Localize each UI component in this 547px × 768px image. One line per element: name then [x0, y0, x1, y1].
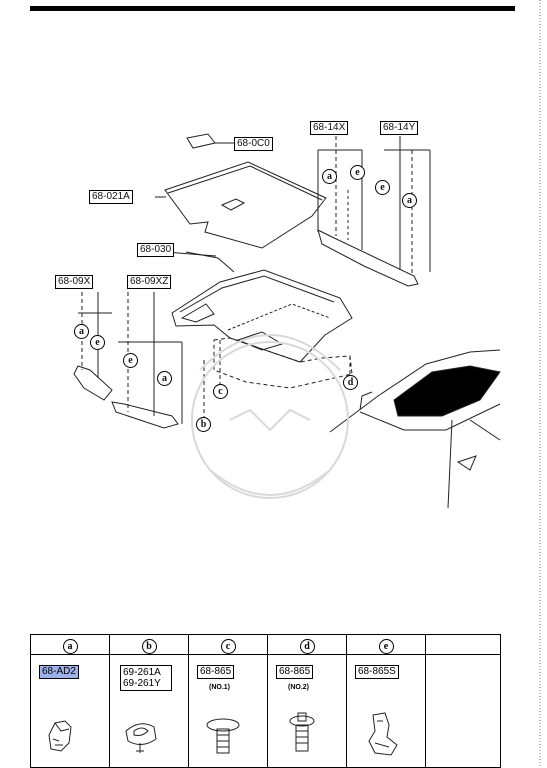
- label-68-14Y: 68-14Y: [380, 121, 419, 135]
- part-number-68-865-no2[interactable]: 68-865: [276, 665, 314, 679]
- rear-trim: [317, 229, 419, 287]
- part-cell-a[interactable]: 68-AD2: [30, 654, 110, 768]
- label-68-09X: 68-09X: [55, 275, 94, 289]
- parts-table-row: 68-AD2 69-261A 69-261Y: [30, 654, 501, 768]
- part-number-68-865-no1[interactable]: 68-865: [197, 665, 235, 679]
- part-cell-empty: [425, 654, 501, 768]
- rear-window: [393, 365, 501, 417]
- push-clip-c-icon: [206, 718, 240, 754]
- header-b: b: [109, 634, 189, 655]
- callout-e: e: [90, 335, 105, 350]
- header-empty: [425, 634, 501, 655]
- label-68-021A: 68-021A: [89, 190, 133, 204]
- label-68-030: 68-030: [137, 243, 175, 257]
- clip-a-icon: [48, 720, 72, 752]
- part-cell-d[interactable]: 68-865 (NO.2): [267, 654, 347, 768]
- label-68-14X: 68-14X: [310, 121, 349, 135]
- side-trim-lh: [73, 365, 113, 401]
- part-cell-e[interactable]: 68-865S: [346, 654, 426, 768]
- pad-shape: [186, 133, 216, 149]
- board-shape: [164, 161, 327, 249]
- mat-shape: [171, 269, 353, 363]
- callout-e: e: [375, 180, 390, 195]
- push-clip-d-icon: [289, 712, 315, 752]
- part-cell-c[interactable]: 68-865 (NO.1): [188, 654, 268, 768]
- part-cell-b[interactable]: 69-261A 69-261Y: [109, 654, 189, 768]
- part-number-b[interactable]: 69-261A 69-261Y: [120, 665, 172, 691]
- callout-a: a: [402, 193, 417, 208]
- callout-b: b: [196, 417, 211, 432]
- label-68-0C0: 68-0C0: [234, 137, 273, 151]
- callout-a: a: [157, 371, 172, 386]
- callout-d: d: [343, 375, 358, 390]
- callout-a: a: [74, 324, 89, 339]
- header-a: a: [30, 634, 110, 655]
- callout-e: e: [350, 165, 365, 180]
- callout-a: a: [322, 169, 337, 184]
- parts-table-header: a b c d e: [30, 634, 501, 655]
- part-note-no2: (NO.2): [288, 684, 309, 691]
- label-68-09XZ: 68-09XZ: [127, 275, 172, 289]
- part-number-68-865S[interactable]: 68-865S: [355, 665, 399, 679]
- part-note-no1: (NO.1): [209, 684, 230, 691]
- header-e: e: [346, 634, 426, 655]
- callout-c: c: [213, 384, 228, 399]
- side-trim-rh: [111, 401, 179, 429]
- grommet-b-icon: [125, 723, 157, 753]
- parts-table: a b c d e 68-AD2 69-261A: [30, 634, 501, 768]
- car-roof: [329, 349, 501, 433]
- part-number-68-AD2[interactable]: 68-AD2: [39, 665, 79, 679]
- header-c: c: [188, 634, 268, 655]
- watermark: [191, 334, 349, 499]
- retainer-e-icon: [368, 712, 398, 756]
- top-rule: [30, 6, 515, 11]
- callout-e: e: [123, 353, 138, 368]
- header-d: d: [267, 634, 347, 655]
